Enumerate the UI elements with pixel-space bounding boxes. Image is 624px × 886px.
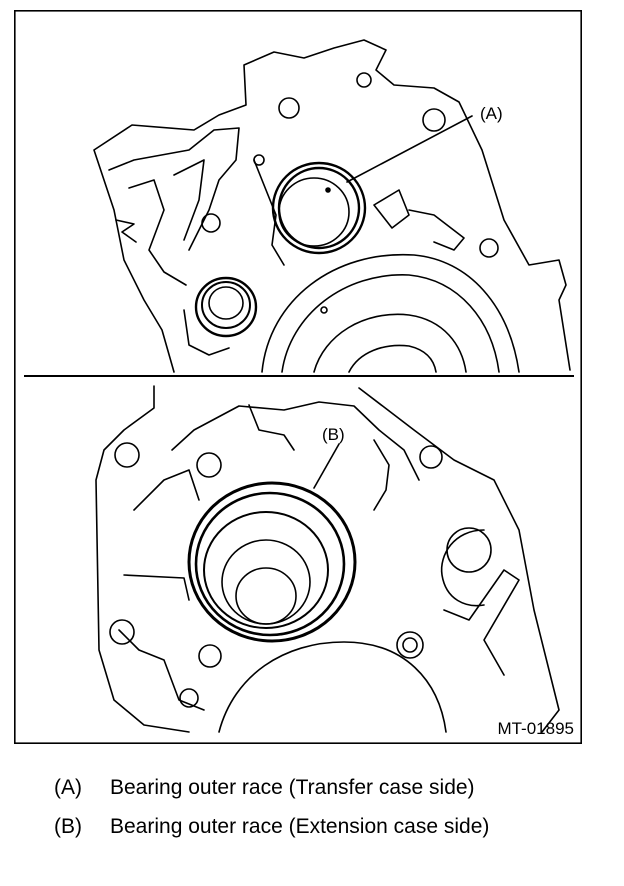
upper-boss-6 — [253, 154, 265, 166]
lower-gear-arc — [218, 641, 447, 733]
upper-boss-2 — [356, 72, 372, 88]
lower-boss-6 — [396, 631, 424, 659]
upper-case-outline — [93, 39, 571, 373]
upper-boss-1 — [278, 97, 300, 119]
lower-rib-1 — [248, 404, 295, 451]
lower-case-outline — [95, 385, 560, 733]
small-bearing-inner — [208, 286, 244, 320]
upper-hub-arc-2 — [281, 274, 500, 373]
callout-a-leader — [346, 115, 473, 183]
upper-case-inner — [108, 127, 285, 266]
legend-key-b: (B) — [54, 815, 82, 838]
callout-b-leader — [313, 443, 340, 489]
legend-text-b: Bearing outer race (Extension case side) — [110, 815, 490, 838]
small-bearing-race — [201, 281, 251, 329]
upper-boss-4 — [201, 213, 221, 233]
legend: (A) Bearing outer race (Transfer case si… — [54, 768, 489, 846]
upper-hub-hole — [320, 306, 328, 314]
upper-boss-3 — [422, 108, 446, 132]
lower-boss-3 — [419, 445, 443, 469]
upper-hub-arc-4 — [348, 344, 437, 373]
upper-side-tab — [373, 189, 465, 251]
lower-boss-4 — [109, 619, 135, 645]
callout-a-label: (A) — [480, 104, 503, 123]
upper-view — [93, 39, 571, 373]
bearing-a-dot — [325, 187, 331, 193]
diagram-figure: (A) (B) MT-01895 — [14, 10, 582, 744]
legend-item-a: (A) Bearing outer race (Transfer case si… — [54, 768, 489, 807]
lower-right-hub — [440, 529, 485, 607]
lower-view — [95, 385, 560, 733]
lower-case-inner-top — [171, 401, 420, 481]
upper-hub-arc-3 — [313, 313, 467, 373]
lower-right-bracket — [443, 569, 520, 676]
legend-item-b: (B) Bearing outer race (Extension case s… — [54, 807, 489, 846]
lower-right-hub-inner — [446, 527, 492, 573]
lower-case-inner-left — [118, 469, 205, 711]
upper-left-lug — [183, 309, 230, 356]
lower-rib-2 — [373, 439, 390, 511]
lower-boss-5 — [198, 644, 222, 668]
bearing-a-outer — [271, 161, 367, 255]
bearing-b-race — [194, 491, 346, 637]
upper-hub-arc-1 — [261, 253, 520, 373]
bearing-b-step-3 — [235, 567, 297, 625]
lower-boss-1 — [114, 442, 140, 468]
lower-boss-7 — [179, 688, 199, 708]
bearing-a-inner — [278, 177, 350, 247]
bearing-b-step-2 — [221, 539, 311, 625]
figure-code: MT-01895 — [497, 719, 574, 738]
small-bearing-outer — [194, 276, 258, 338]
diagram-svg: (A) (B) MT-01895 — [14, 10, 582, 744]
bearing-b-step-1 — [203, 511, 329, 629]
figure-border — [14, 10, 582, 744]
callout-b-label: (B) — [322, 425, 345, 444]
bearing-a-race — [277, 166, 361, 250]
legend-key-a: (A) — [54, 776, 82, 799]
upper-boss-5 — [479, 238, 499, 258]
upper-case-rib — [128, 159, 205, 286]
bearing-b-outer — [187, 481, 357, 643]
legend-text-a: Bearing outer race (Transfer case side) — [110, 776, 475, 799]
lower-boss-2 — [196, 452, 222, 478]
lower-boss-6-inner — [402, 637, 418, 653]
